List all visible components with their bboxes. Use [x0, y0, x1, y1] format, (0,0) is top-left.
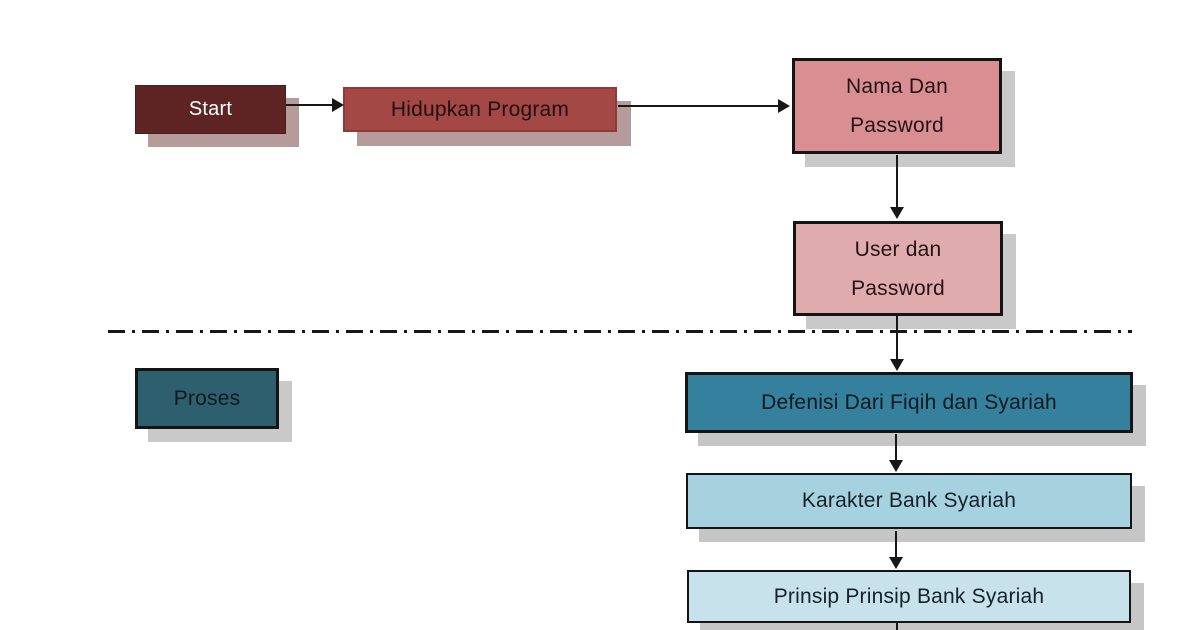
node-start-label: Start	[188, 98, 233, 120]
node-hidupkan-program-label: Hidupkan Program	[390, 97, 570, 121]
node-proses: Proses	[135, 368, 279, 429]
node-karakter-bank-syariah: Karakter Bank Syariah	[686, 473, 1132, 529]
node-nama-dan-password: Nama Dan Password	[792, 58, 1002, 154]
arrow-hidupkan-to-nama-icon	[618, 99, 790, 113]
node-prinsip-label: Prinsip Prinsip Bank Syariah	[773, 584, 1045, 608]
node-nama-dan-password-line1: Nama Dan	[846, 75, 948, 98]
node-nama-dan-password-line2: Password	[850, 114, 944, 137]
arrow-start-to-hidupkan-icon	[286, 98, 344, 112]
node-start: Start	[135, 85, 286, 134]
node-defenisi-label: Defenisi Dari Fiqih dan Syariah	[761, 390, 1057, 414]
arrow-prinsip-continuation-stub-icon	[896, 623, 898, 630]
node-user-dan-password-line1: User dan	[854, 237, 942, 261]
node-defenisi-dari-fiqih-dan-syariah: Defenisi Dari Fiqih dan Syariah	[685, 372, 1133, 433]
arrow-nama-to-user-icon	[890, 155, 904, 219]
arrow-user-to-defenisi-icon	[890, 316, 904, 371]
arrow-defenisi-to-karakter-icon	[889, 434, 903, 472]
node-prinsip-prinsip-bank-syariah: Prinsip Prinsip Bank Syariah	[687, 570, 1131, 623]
node-proses-label: Proses	[173, 386, 241, 410]
node-hidupkan-program: Hidupkan Program	[343, 87, 617, 132]
dash-dot-divider-line	[108, 330, 1132, 333]
node-user-dan-password: User dan Password	[793, 221, 1003, 316]
node-user-dan-password-line2: Password	[851, 276, 945, 300]
node-karakter-label: Karakter Bank Syariah	[801, 489, 1017, 512]
arrow-karakter-to-prinsip-icon	[889, 531, 903, 569]
